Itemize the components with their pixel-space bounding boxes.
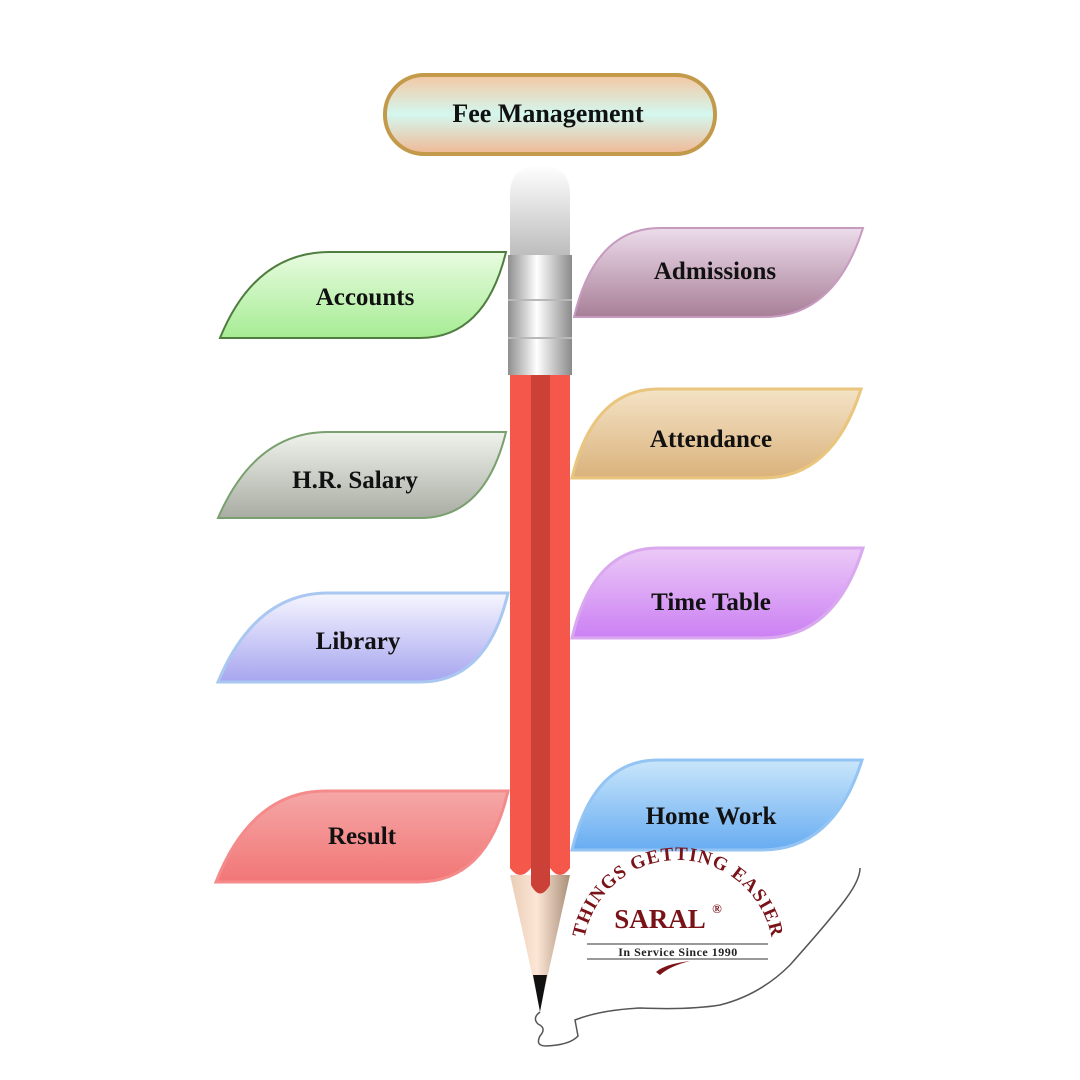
pencil-lead — [533, 975, 547, 1012]
module-label: Admissions — [654, 258, 777, 285]
module-result[interactable]: Result — [213, 789, 510, 884]
module-label: Accounts — [316, 284, 415, 311]
pencil-eraser — [510, 165, 570, 255]
module-shape — [570, 546, 866, 640]
title-text: Fee Management — [452, 99, 644, 128]
title-pill — [383, 73, 717, 156]
module-label: Result — [328, 823, 397, 850]
module-shape — [213, 789, 510, 884]
module-admissions[interactable]: Admissions — [572, 227, 865, 318]
module-label: H.R. Salary — [292, 467, 418, 494]
pencil-ferrule — [508, 255, 572, 375]
module-attendance[interactable]: Attendance — [570, 387, 864, 480]
module-accounts[interactable]: Accounts — [218, 251, 508, 339]
module-shape — [218, 251, 508, 339]
saral-logo: THINGS GETTING EASIER SARAL ® In Service… — [569, 844, 786, 975]
module-label: Home Work — [646, 803, 777, 830]
module-label: Time Table — [651, 589, 771, 616]
pencil-icon — [508, 165, 572, 1012]
pencil-wood-tip — [510, 875, 570, 1010]
module-library[interactable]: Library — [215, 591, 510, 684]
module-shape — [572, 227, 865, 318]
module-shape — [570, 758, 865, 852]
title-node[interactable]: Fee Management — [383, 73, 717, 156]
pencil-body-right — [550, 375, 570, 875]
module-shape — [216, 431, 508, 519]
logo-swoosh — [656, 961, 690, 975]
pencil-body-middle — [531, 375, 550, 894]
module-label: Attendance — [650, 426, 772, 453]
logo-registered: ® — [712, 901, 722, 916]
module-shape — [215, 591, 510, 684]
module-time-table[interactable]: Time Table — [570, 546, 866, 640]
module-home-work[interactable]: Home Work — [570, 758, 865, 852]
pencil-body-left — [510, 375, 531, 875]
module-shape — [570, 387, 864, 480]
module-label: Library — [316, 628, 401, 655]
logo-tagline: In Service Since 1990 — [618, 945, 738, 959]
logo-brand: SARAL — [614, 904, 706, 934]
pencil-squiggle-line — [534, 867, 861, 1047]
module-hr-salary[interactable]: H.R. Salary — [216, 431, 508, 519]
